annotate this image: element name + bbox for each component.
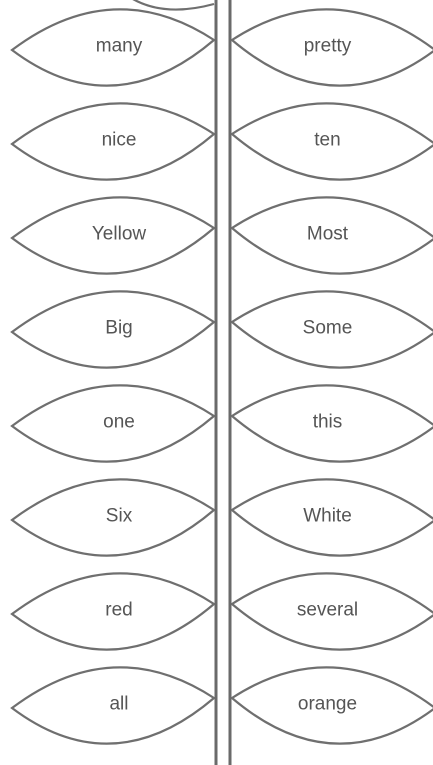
left-leaf-label: one (103, 412, 135, 433)
right-leaf: Most (232, 197, 433, 273)
left-leaf: Big (12, 291, 214, 367)
left-leaf: all (12, 667, 214, 743)
left-leaf-label: all (109, 694, 128, 715)
left-leaf: Six (12, 479, 214, 555)
right-leaf-label: several (297, 600, 358, 621)
right-leaf-label: Some (303, 318, 353, 339)
left-leaf-label: Big (105, 318, 132, 339)
left-leaf: red (12, 573, 214, 649)
left-leaf: Yellow (12, 197, 214, 273)
right-leaf: White (232, 479, 433, 555)
right-leaf-label: Most (307, 224, 349, 245)
left-leaf: many (12, 9, 214, 85)
right-leaf: Some (232, 291, 433, 367)
partial-leaf-top (120, 0, 214, 10)
right-leaf-label: pretty (304, 36, 352, 57)
right-leaf: ten (232, 103, 433, 179)
left-leaf-label: Yellow (92, 224, 147, 245)
left-leaf-label: many (96, 36, 143, 57)
right-leaf: orange (232, 667, 433, 743)
left-leaf-label: red (105, 600, 132, 621)
right-leaf: this (232, 385, 433, 461)
right-leaf: several (232, 573, 433, 649)
left-leaf: one (12, 385, 214, 461)
right-leaf-label: White (303, 506, 352, 527)
right-leaf-label: this (313, 412, 343, 433)
left-leaf: nice (12, 103, 214, 179)
right-leaf: pretty (232, 9, 433, 85)
right-leaf-label: ten (314, 130, 340, 151)
left-leaf-label: nice (102, 130, 137, 151)
right-leaf-label: orange (298, 694, 357, 715)
left-leaf-label: Six (106, 506, 133, 527)
